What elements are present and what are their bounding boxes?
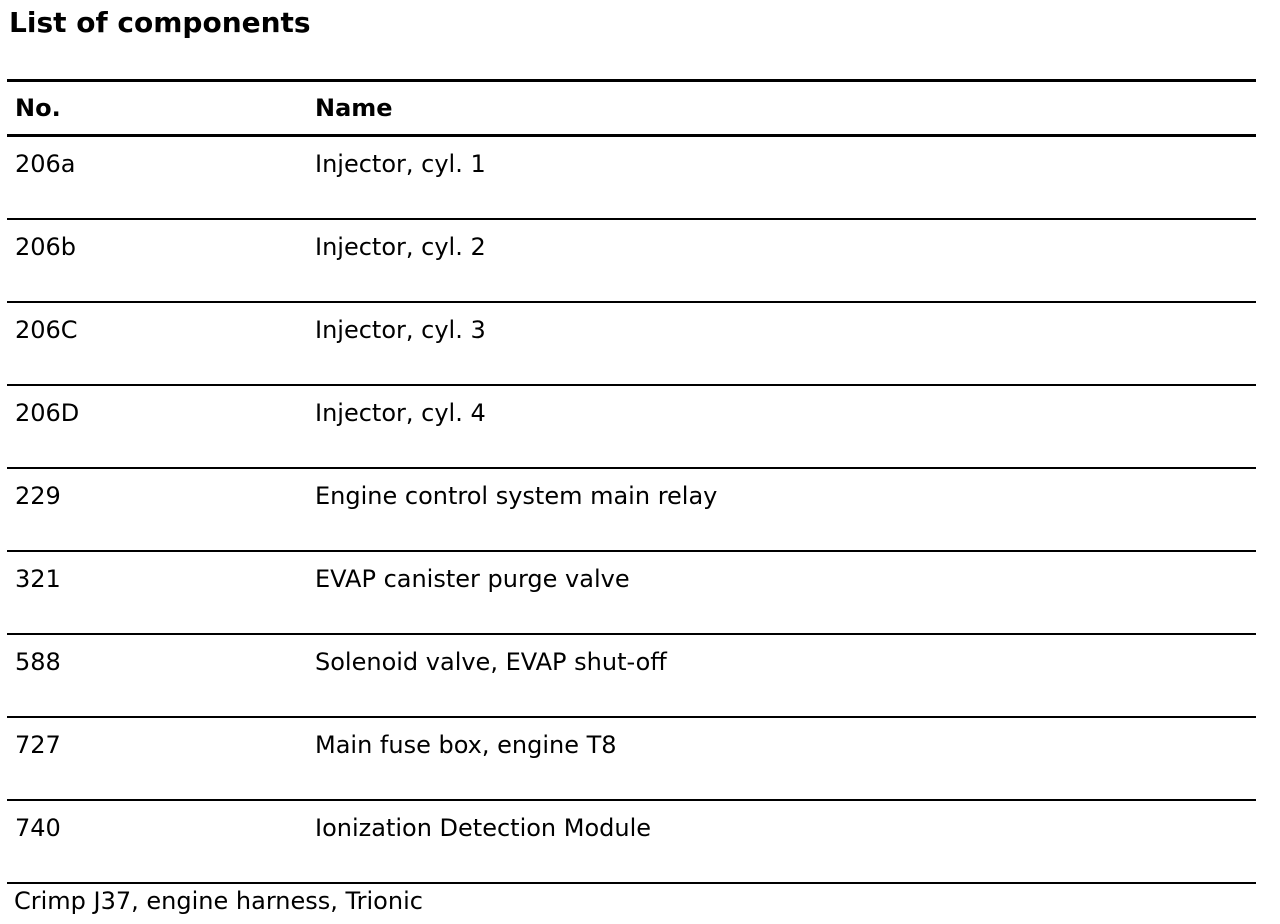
- component-name: EVAP canister purge valve: [315, 565, 630, 593]
- table-row: 229 Engine control system main relay: [7, 469, 1256, 552]
- table-row: 206C Injector, cyl. 3: [7, 303, 1256, 386]
- component-name: Main fuse box, engine T8: [315, 731, 617, 759]
- table-row: 206D Injector, cyl. 4: [7, 386, 1256, 469]
- component-number: 588: [15, 648, 61, 676]
- component-name: Engine control system main relay: [315, 482, 718, 510]
- components-table: No. Name 206a Injector, cyl. 1 206b Inje…: [7, 79, 1256, 884]
- component-name: Injector, cyl. 3: [315, 316, 486, 344]
- component-number: 206D: [15, 399, 80, 427]
- page-title: List of components: [9, 6, 311, 39]
- column-header-name: Name: [315, 94, 393, 122]
- footer-note: Crimp J37, engine harness, Trionic: [14, 887, 423, 915]
- component-number: 206b: [15, 233, 77, 261]
- component-name: Solenoid valve, EVAP shut-off: [315, 648, 667, 676]
- component-name: Injector, cyl. 4: [315, 399, 486, 427]
- component-number: 321: [15, 565, 61, 593]
- table-row: 727 Main fuse box, engine T8: [7, 718, 1256, 801]
- component-name: Injector, cyl. 2: [315, 233, 486, 261]
- table-header-row: No. Name: [7, 82, 1256, 137]
- table-top-rule: [7, 79, 1256, 82]
- component-number: 206a: [15, 150, 76, 178]
- table-row: 206a Injector, cyl. 1: [7, 137, 1256, 220]
- component-number: 740: [15, 814, 61, 842]
- table-row: 206b Injector, cyl. 2: [7, 220, 1256, 303]
- component-name: Injector, cyl. 1: [315, 150, 486, 178]
- table-row: 588 Solenoid valve, EVAP shut-off: [7, 635, 1256, 718]
- component-number: 727: [15, 731, 61, 759]
- table-row: 740 Ionization Detection Module: [7, 801, 1256, 884]
- table-row: 321 EVAP canister purge valve: [7, 552, 1256, 635]
- component-number: 229: [15, 482, 61, 510]
- component-name: Ionization Detection Module: [315, 814, 652, 842]
- column-header-no: No.: [15, 94, 61, 122]
- component-number: 206C: [15, 316, 78, 344]
